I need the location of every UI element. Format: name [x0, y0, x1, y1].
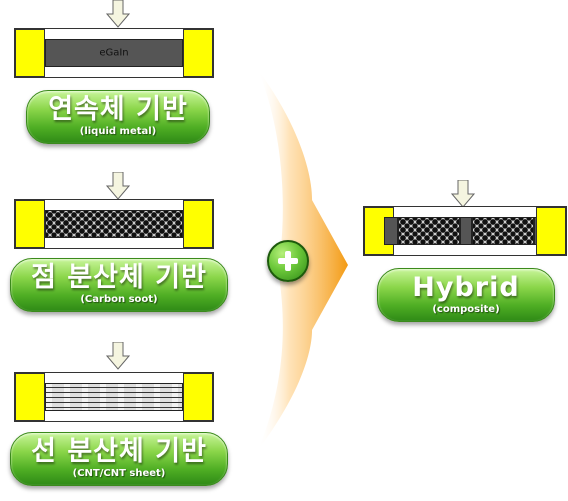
liquid-metal-pill: 연속체 기반 (liquid metal) [26, 90, 210, 144]
carbon-soot-subtitle: (Carbon soot) [80, 294, 158, 305]
cnt-sheet-pill: 선 분산체 기반 (CNT/CNT sheet) [10, 432, 228, 486]
carbon-soot-pill: 점 분산체 기반 (Carbon soot) [10, 258, 228, 312]
left-electrode [15, 200, 45, 248]
cnt-sheet-sample [14, 372, 214, 422]
hybrid-subtitle: (composite) [432, 304, 500, 315]
down-arrow-icon [451, 180, 475, 208]
cnt-sheet-core [45, 383, 183, 411]
carbon-soot-sample [14, 199, 214, 249]
hybrid-sample [363, 206, 567, 256]
hybrid-egain-middle [460, 217, 472, 245]
down-arrow-icon [106, 342, 130, 370]
hybrid-title: Hybrid [412, 272, 520, 303]
right-electrode [183, 373, 213, 421]
down-arrow-icon [106, 0, 130, 28]
right-electrode [536, 207, 566, 255]
hybrid-pill: Hybrid (composite) [377, 268, 555, 322]
egain-core: eGaIn [45, 39, 183, 67]
liquid-metal-sample: eGaIn [14, 28, 214, 78]
down-arrow-icon [106, 172, 130, 200]
right-electrode [183, 29, 213, 77]
carbon-soot-core [45, 210, 183, 238]
left-electrode [15, 29, 45, 77]
left-electrode [364, 207, 394, 255]
liquid-metal-subtitle: (liquid metal) [79, 126, 157, 137]
carbon-soot-title: 점 분산체 기반 [31, 262, 207, 293]
plus-icon [267, 240, 309, 282]
left-electrode [15, 373, 45, 421]
egain-label: eGaIn [99, 47, 129, 59]
hybrid-soot-left [398, 217, 460, 245]
liquid-metal-title: 연속체 기반 [48, 94, 188, 125]
cnt-sheet-subtitle: (CNT/CNT sheet) [72, 468, 166, 479]
hybrid-egain-left [384, 217, 398, 245]
hybrid-soot-right [472, 217, 534, 245]
right-electrode [183, 200, 213, 248]
cnt-sheet-title: 선 분산체 기반 [31, 436, 207, 467]
